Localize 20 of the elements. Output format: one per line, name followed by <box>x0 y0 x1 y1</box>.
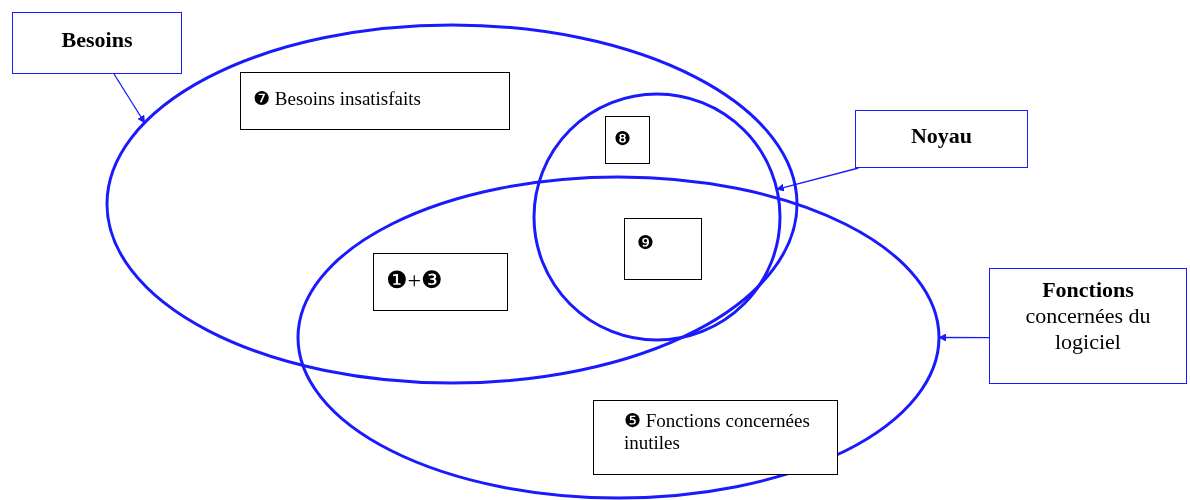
callout-box <box>12 12 182 74</box>
callout-title: Noyau <box>910 123 973 149</box>
label-text: ❾ <box>637 231 655 254</box>
callout-title: Besoins <box>61 27 133 53</box>
label-text: ❼ Besoins insatisfaits <box>253 87 421 110</box>
label-text: ❺ Fonctions concernées inutiles <box>624 409 811 454</box>
label-text: ❽ <box>614 127 632 150</box>
label-box <box>240 72 510 130</box>
callout-box <box>989 268 1187 384</box>
arrow <box>938 333 990 342</box>
label-text: concernées du logiciel <box>1024 303 1152 355</box>
label-box <box>593 400 838 475</box>
callout-title: Fonctions <box>1042 277 1134 303</box>
arrow <box>776 167 860 192</box>
label-box <box>624 218 702 280</box>
label-text: ❶+❸ <box>386 266 443 294</box>
ellipse-outline <box>296 175 941 500</box>
label-box <box>373 253 508 311</box>
arrow <box>113 73 146 124</box>
callout-box <box>855 110 1028 168</box>
